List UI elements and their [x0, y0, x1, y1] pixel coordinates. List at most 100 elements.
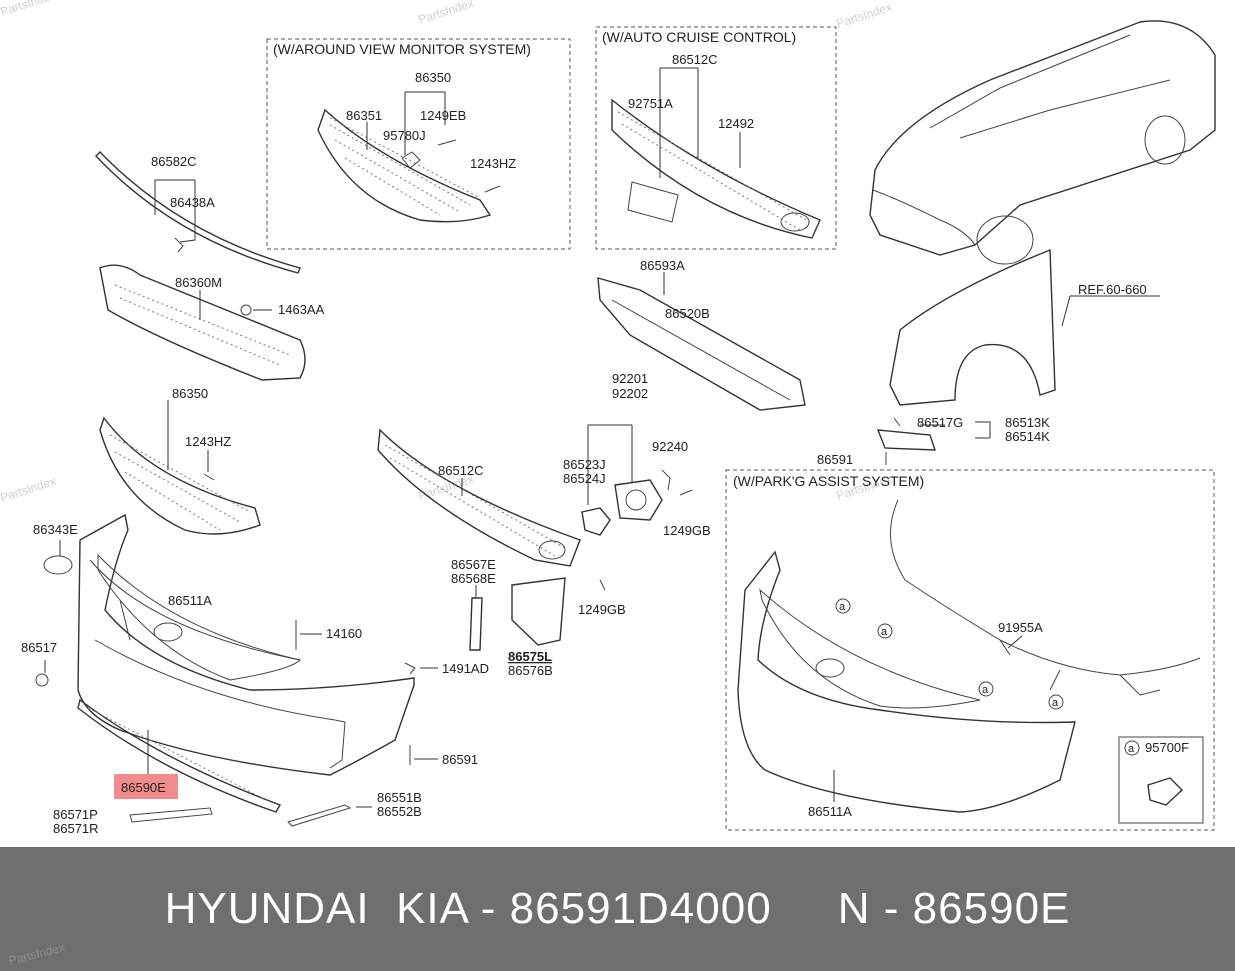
label-86343E: 86343E [33, 522, 78, 537]
label-86517G: 86517G [917, 415, 963, 430]
parking-assist-frame [725, 469, 1215, 831]
lower-lip-group: 86590E 86551B 86552B 86571P 86571R [53, 698, 422, 836]
fender: REF.60-660 [889, 248, 1160, 406]
kia-emblem [43, 555, 73, 575]
main-grille-group: 86350 1243HZ [99, 386, 261, 535]
label-86523J: 86523J [563, 457, 606, 472]
label-86591-mid: 86591 [442, 752, 478, 767]
label-86575L: 86575L [508, 649, 552, 664]
label-86552B: 86552B [377, 804, 422, 819]
label-86571R: 86571R [53, 821, 99, 836]
around-view-box: (W/AROUND VIEW MONITOR SYSTEM) 86350 863… [266, 38, 571, 250]
label-86512C: 86512C [672, 52, 718, 67]
upper-cover-group: 86582C 86438A 86360M 1463AA [95, 151, 325, 381]
lip-86590E [77, 698, 282, 813]
label-91955A: 91955A [998, 620, 1043, 635]
callout-a: a [839, 601, 846, 613]
fog-lamp-group: 92201 92202 86523J 86524J 92240 1249GB [563, 371, 711, 538]
callout-a: a [982, 684, 989, 696]
parking-assist-box: (W/PARK'G ASSIST SYSTEM) 91955A a a a a … [725, 469, 1215, 831]
label-92202: 92202 [612, 386, 648, 401]
label-86593A: 86593A [640, 258, 685, 273]
label-86576B: 86576B [508, 663, 553, 678]
label-86591-right: 86591 [817, 452, 853, 467]
label-92240: 92240 [652, 439, 688, 454]
label-86511A-left: 86511A [168, 593, 212, 608]
label-86524J: 86524J [563, 471, 606, 486]
parking-assist-title: (W/PARK'G ASSIST SYSTEM) [733, 473, 924, 489]
fog-lamp [614, 479, 663, 521]
label-86511A-right: 86511A [808, 804, 852, 819]
bumper-park-assist [737, 550, 1076, 813]
callout-a: a [1128, 743, 1135, 755]
bracket-86513K [876, 429, 936, 451]
callout-a: a [1052, 697, 1059, 709]
around-view-frame [266, 38, 571, 250]
grille-around-view [317, 108, 492, 223]
label-92751A: 92751A [628, 96, 673, 111]
callout-a: a [881, 626, 888, 638]
around-view-title: (W/AROUND VIEW MONITOR SYSTEM) [273, 41, 531, 57]
absorber-86520B [597, 277, 806, 411]
label-86571P: 86571P [53, 807, 98, 822]
auto-cruise-box: (W/AUTO CRUISE CONTROL) 86512C 92751A 12… [595, 26, 837, 250]
parking-sensor [1147, 777, 1184, 806]
part-number-banner: HYUNDAI KIA - 86591D4000 N - 86590E Part… [0, 847, 1235, 971]
label-86513K: 86513K [1005, 415, 1050, 430]
label-95700F: 95700F [1145, 740, 1189, 755]
label-92201: 92201 [612, 371, 648, 386]
lower-grille-cruise [611, 98, 821, 239]
label-95780J: 95780J [383, 128, 426, 143]
part-number-text: HYUNDAI KIA - 86591D4000 N - 86590E [164, 884, 1071, 933]
grille-86350 [99, 416, 261, 535]
label-86514K: 86514K [1005, 429, 1050, 444]
sensor-legend [1118, 736, 1204, 824]
bumper-cover [77, 513, 415, 776]
auto-cruise-title: (W/AUTO CRUISE CONTROL) [602, 29, 796, 45]
label-86551B: 86551B [377, 790, 422, 805]
label-14160: 14160 [326, 626, 362, 641]
upper-cover-86360M [99, 264, 306, 381]
molding-86582C [95, 151, 301, 274]
cover-86575L [511, 577, 566, 646]
lower-grille-86512C [377, 428, 581, 567]
watermark: PartsIndex [417, 0, 476, 27]
label-1249GB-b: 1249GB [578, 602, 626, 617]
front-bumper-group: 86343E 86511A 14160 86517 1491AD 86591 [21, 513, 489, 776]
camera-bracket [401, 151, 421, 169]
molding-86551B [287, 804, 352, 827]
label-86582C: 86582C [151, 154, 197, 169]
label-ref: REF.60-660 [1078, 282, 1147, 297]
label-86350-mid: 86350 [172, 386, 208, 401]
label-86350: 86350 [415, 70, 451, 85]
car-illustration [869, 20, 1216, 265]
side-cover-group: 86567E 86568E 1249GB 86575L 86576B [451, 557, 626, 678]
label-86590E: 86590E [121, 780, 166, 795]
lower-grille-group: 86512C [377, 428, 581, 567]
fog-bracket [581, 507, 611, 536]
parts-diagram: PartsIndex PartsIndex PartsIndex PartsIn… [0, 0, 1216, 836]
label-1243HZ: 1243HZ [470, 156, 516, 171]
wiring-harness [889, 499, 1201, 676]
label-86438A: 86438A [170, 195, 215, 210]
fender-bracket-group: 86517G 86513K 86514K 86591 [817, 415, 1050, 467]
label-86360M: 86360M [175, 275, 222, 290]
label-86351: 86351 [346, 108, 382, 123]
radar-cover [627, 181, 679, 223]
label-86517: 86517 [21, 640, 57, 655]
auto-cruise-frame [595, 26, 837, 250]
label-86512C-mid: 86512C [438, 463, 484, 478]
watermark: PartsIndex [0, 0, 57, 19]
label-86520B: 86520B [665, 306, 710, 321]
label-1463AA: 1463AA [278, 302, 325, 317]
label-1249GB-a: 1249GB [663, 523, 711, 538]
watermark: PartsIndex [0, 474, 57, 505]
watermark: PartsIndex [835, 0, 894, 31]
label-1249EB: 1249EB [420, 108, 466, 123]
label-1491AD: 1491AD [442, 661, 489, 676]
bracket-86567E [469, 597, 483, 651]
energy-absorber: 86593A 86520B [597, 258, 806, 411]
label-86567E: 86567E [451, 557, 496, 572]
label-1243HZ-mid: 1243HZ [185, 434, 231, 449]
molding-86571P [129, 807, 213, 823]
